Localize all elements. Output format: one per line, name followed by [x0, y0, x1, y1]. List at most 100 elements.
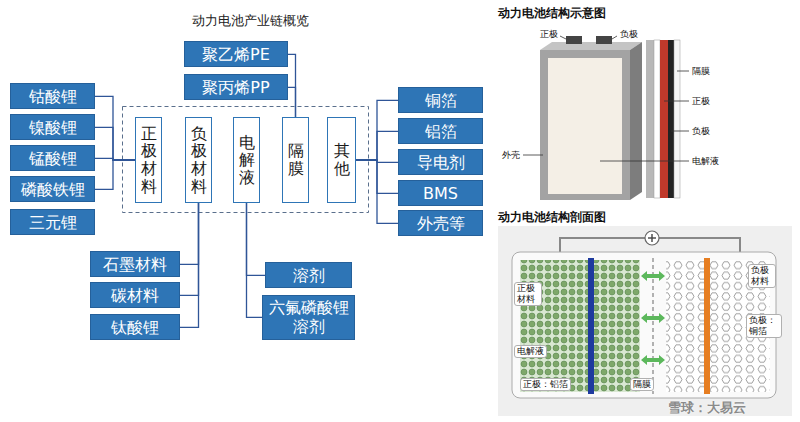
category-box: 六氟磷酸锂溶剂 — [262, 295, 355, 340]
box-text: 六氟磷酸锂溶剂 — [263, 298, 354, 336]
category-box: 碳材料 — [90, 282, 180, 308]
ion-arrow — [641, 313, 665, 323]
leader-line — [664, 101, 689, 102]
battery-shell — [540, 50, 630, 200]
vertical-box: 负极材料 — [185, 117, 212, 203]
callout-label: 负极：铜箔 — [746, 314, 782, 338]
category-box: 磷酸铁锂 — [10, 176, 95, 202]
box-text: 三元锂 — [29, 213, 77, 232]
watermark: 雪球：大易云 — [668, 400, 746, 416]
box-text: 其他 — [334, 142, 350, 177]
box-text: 碳材料 — [111, 286, 159, 305]
callout-label: 电解液 — [514, 345, 547, 358]
connector — [288, 87, 296, 117]
box-text: 锰酸锂 — [29, 149, 77, 168]
box-text: 铝箔 — [425, 122, 457, 141]
plus-symbol — [645, 231, 659, 245]
callout-label: 负极 — [620, 29, 638, 40]
callout-label: 正极 — [692, 96, 710, 107]
ion-arrow — [641, 355, 665, 365]
aluminium-foil — [588, 258, 594, 394]
figure-title: 动力电池结构示意图 — [498, 6, 606, 20]
category-box: 三元锂 — [10, 209, 95, 235]
connector — [95, 127, 135, 160]
leader-lines — [523, 36, 689, 161]
leader-line — [677, 71, 689, 72]
callout-label: 隔膜 — [630, 378, 654, 391]
connector — [356, 131, 398, 160]
category-box: 铝箔 — [398, 118, 483, 144]
layer — [646, 40, 654, 198]
diagram-title: 动力电池产业链概览 — [140, 12, 360, 30]
layer — [654, 40, 660, 198]
callout-label: 正极：铝箔 — [520, 378, 571, 391]
category-box: 溶剂 — [265, 262, 352, 288]
category-box: 锰酸锂 — [10, 145, 95, 171]
connector — [356, 160, 398, 223]
vertical-box: 正极材料 — [135, 117, 162, 203]
shell-side — [630, 42, 642, 200]
figure-ground — [498, 226, 792, 416]
shell-top — [540, 42, 642, 50]
callout-label: 外壳 — [502, 150, 520, 161]
callout-label: 隔膜 — [692, 66, 710, 77]
category-box: 钴酸锂 — [10, 83, 95, 109]
box-text: BMS — [423, 184, 458, 203]
callout-label: 负极 — [692, 126, 710, 137]
box-text: 正极材料 — [141, 125, 157, 195]
connector — [180, 203, 199, 264]
connector — [288, 54, 296, 117]
connector — [247, 203, 266, 275]
callout-label: 正极材料 — [514, 282, 542, 306]
box-text: 磷酸铁锂 — [21, 180, 85, 199]
box-text: 石墨材料 — [103, 255, 167, 274]
vertical-box: 隔膜 — [282, 117, 309, 203]
category-box: 聚乙烯PE — [184, 41, 288, 67]
callout-label: 电解液 — [692, 156, 719, 167]
leader-line — [600, 161, 689, 162]
category-box: 镍酸锂 — [10, 114, 95, 140]
box-text: 电解液 — [239, 134, 255, 187]
callout-label: 负极材料 — [748, 264, 776, 288]
connector — [95, 96, 135, 160]
box-text: 负极材料 — [191, 125, 207, 195]
terminal — [596, 36, 612, 44]
category-box: 聚丙烯PP — [184, 74, 288, 100]
copper-foil — [704, 258, 710, 394]
category-box: 钛酸锂 — [90, 314, 180, 340]
vertical-box: 电解液 — [233, 117, 260, 203]
category-box: 石墨材料 — [90, 251, 180, 277]
group-frame — [123, 107, 369, 213]
leader-line — [671, 131, 689, 132]
layer — [668, 40, 674, 198]
category-box: 导电剂 — [398, 149, 483, 175]
box-text: 外壳等 — [417, 214, 465, 233]
category-box: 铜箔 — [398, 87, 483, 113]
leader-line — [560, 36, 566, 39]
connector — [180, 203, 199, 295]
terminal — [566, 36, 582, 44]
box-text: 钛酸锂 — [111, 318, 159, 337]
box-text: 铜箔 — [425, 91, 457, 110]
callout-label: 正极 — [540, 29, 558, 40]
box-text: 镍酸锂 — [29, 118, 77, 137]
cell-case — [512, 252, 776, 398]
box-text: 导电剂 — [417, 153, 465, 172]
box-text: 隔膜 — [288, 142, 304, 177]
electrolyte-area — [548, 58, 622, 194]
connector — [180, 203, 199, 327]
leader-line — [612, 36, 617, 39]
layer — [660, 40, 668, 198]
plus-symbol — [651, 234, 652, 242]
layer — [674, 40, 680, 198]
box-text: 溶剂 — [293, 266, 325, 285]
connector — [247, 203, 263, 317]
figure-title: 动力电池结构剖面图 — [498, 210, 606, 224]
box-text: 聚乙烯PE — [202, 45, 270, 64]
ion-arrow — [641, 271, 665, 281]
category-box: 外壳等 — [398, 210, 483, 236]
separator — [652, 258, 654, 394]
connector — [95, 160, 135, 189]
leader-line — [523, 155, 543, 156]
